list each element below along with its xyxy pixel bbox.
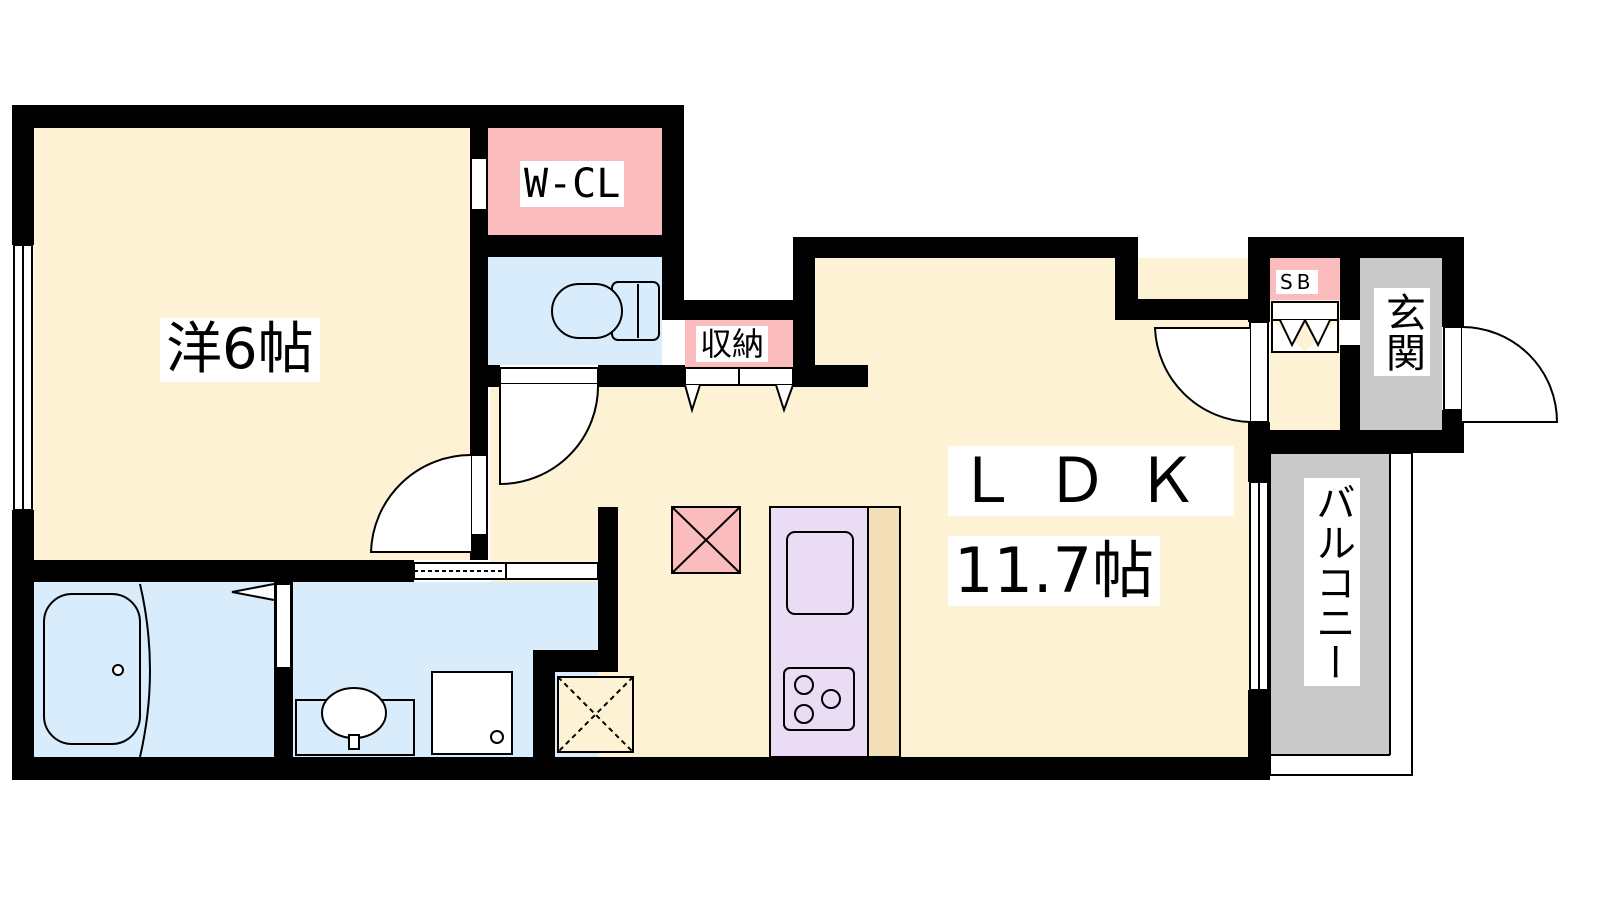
door-leaf [1249,321,1269,423]
balcony-label: バルコニー [1304,478,1360,686]
wall [793,237,1138,258]
entrance-label: 玄関 [1374,288,1430,376]
toilet-seat [551,283,623,339]
wall [1248,237,1464,258]
door-leaf [470,454,488,536]
door-swing [1153,327,1251,423]
wall [470,210,488,455]
wall [533,650,555,765]
storage-label: 収納 [696,326,769,362]
wcl-label: W-CL [520,161,625,207]
bathtub-rim [139,583,151,758]
door-swing [369,454,472,553]
sb-label: SB [1276,270,1319,294]
windows [13,244,1269,691]
ldk-area-label: 11.7帖 [948,536,1161,606]
wall [1248,422,1270,482]
wall [12,757,1270,780]
wall [1340,258,1360,320]
ldk-label: ＬＤＫ [948,446,1235,516]
sb-door-swing [1271,319,1339,353]
kitchen-sink [786,531,854,615]
wall [662,300,815,320]
wall [470,535,488,560]
door-swing [1461,326,1559,423]
wall [34,560,414,582]
room-fills [34,127,1442,757]
faucet [348,734,360,750]
sb-door [1271,301,1339,321]
doors [231,157,1559,669]
storage-door-swing [684,384,794,414]
bathtub [43,593,141,745]
wall [598,365,685,387]
kitchen-counter-edge [867,506,901,758]
balcony-outline [1269,452,1413,776]
wall [793,365,868,387]
stove [783,667,855,731]
western-room-label: 洋6帖 [160,318,320,382]
washing-machine-drain [490,730,504,744]
wall [1248,237,1270,322]
floor-storage-hatch [557,676,634,753]
bathtub-drain [112,664,124,676]
wall [1442,237,1464,327]
balcony-frame [1269,452,1413,776]
wall [12,105,34,245]
wall [1248,690,1270,780]
burner [794,675,814,695]
wall [662,105,684,320]
bathroom-door [275,583,292,669]
bathroom-folding-door [231,583,275,601]
wall [470,365,500,387]
door-swing [499,383,600,486]
washbasin [321,687,387,739]
burner [794,704,814,724]
refrigerator-cross [671,506,741,574]
wall [598,507,618,657]
wall [12,510,34,780]
wall [1248,430,1464,453]
wall [1115,299,1250,320]
fixtures [43,281,901,758]
door-jamb [470,157,488,211]
wall [12,105,684,128]
wall [1340,345,1360,430]
wall [793,237,815,387]
door-leaf [499,367,599,385]
wall [470,128,488,158]
burner [821,689,841,709]
entrance-door-leaf [1443,326,1463,411]
wall [470,235,684,257]
